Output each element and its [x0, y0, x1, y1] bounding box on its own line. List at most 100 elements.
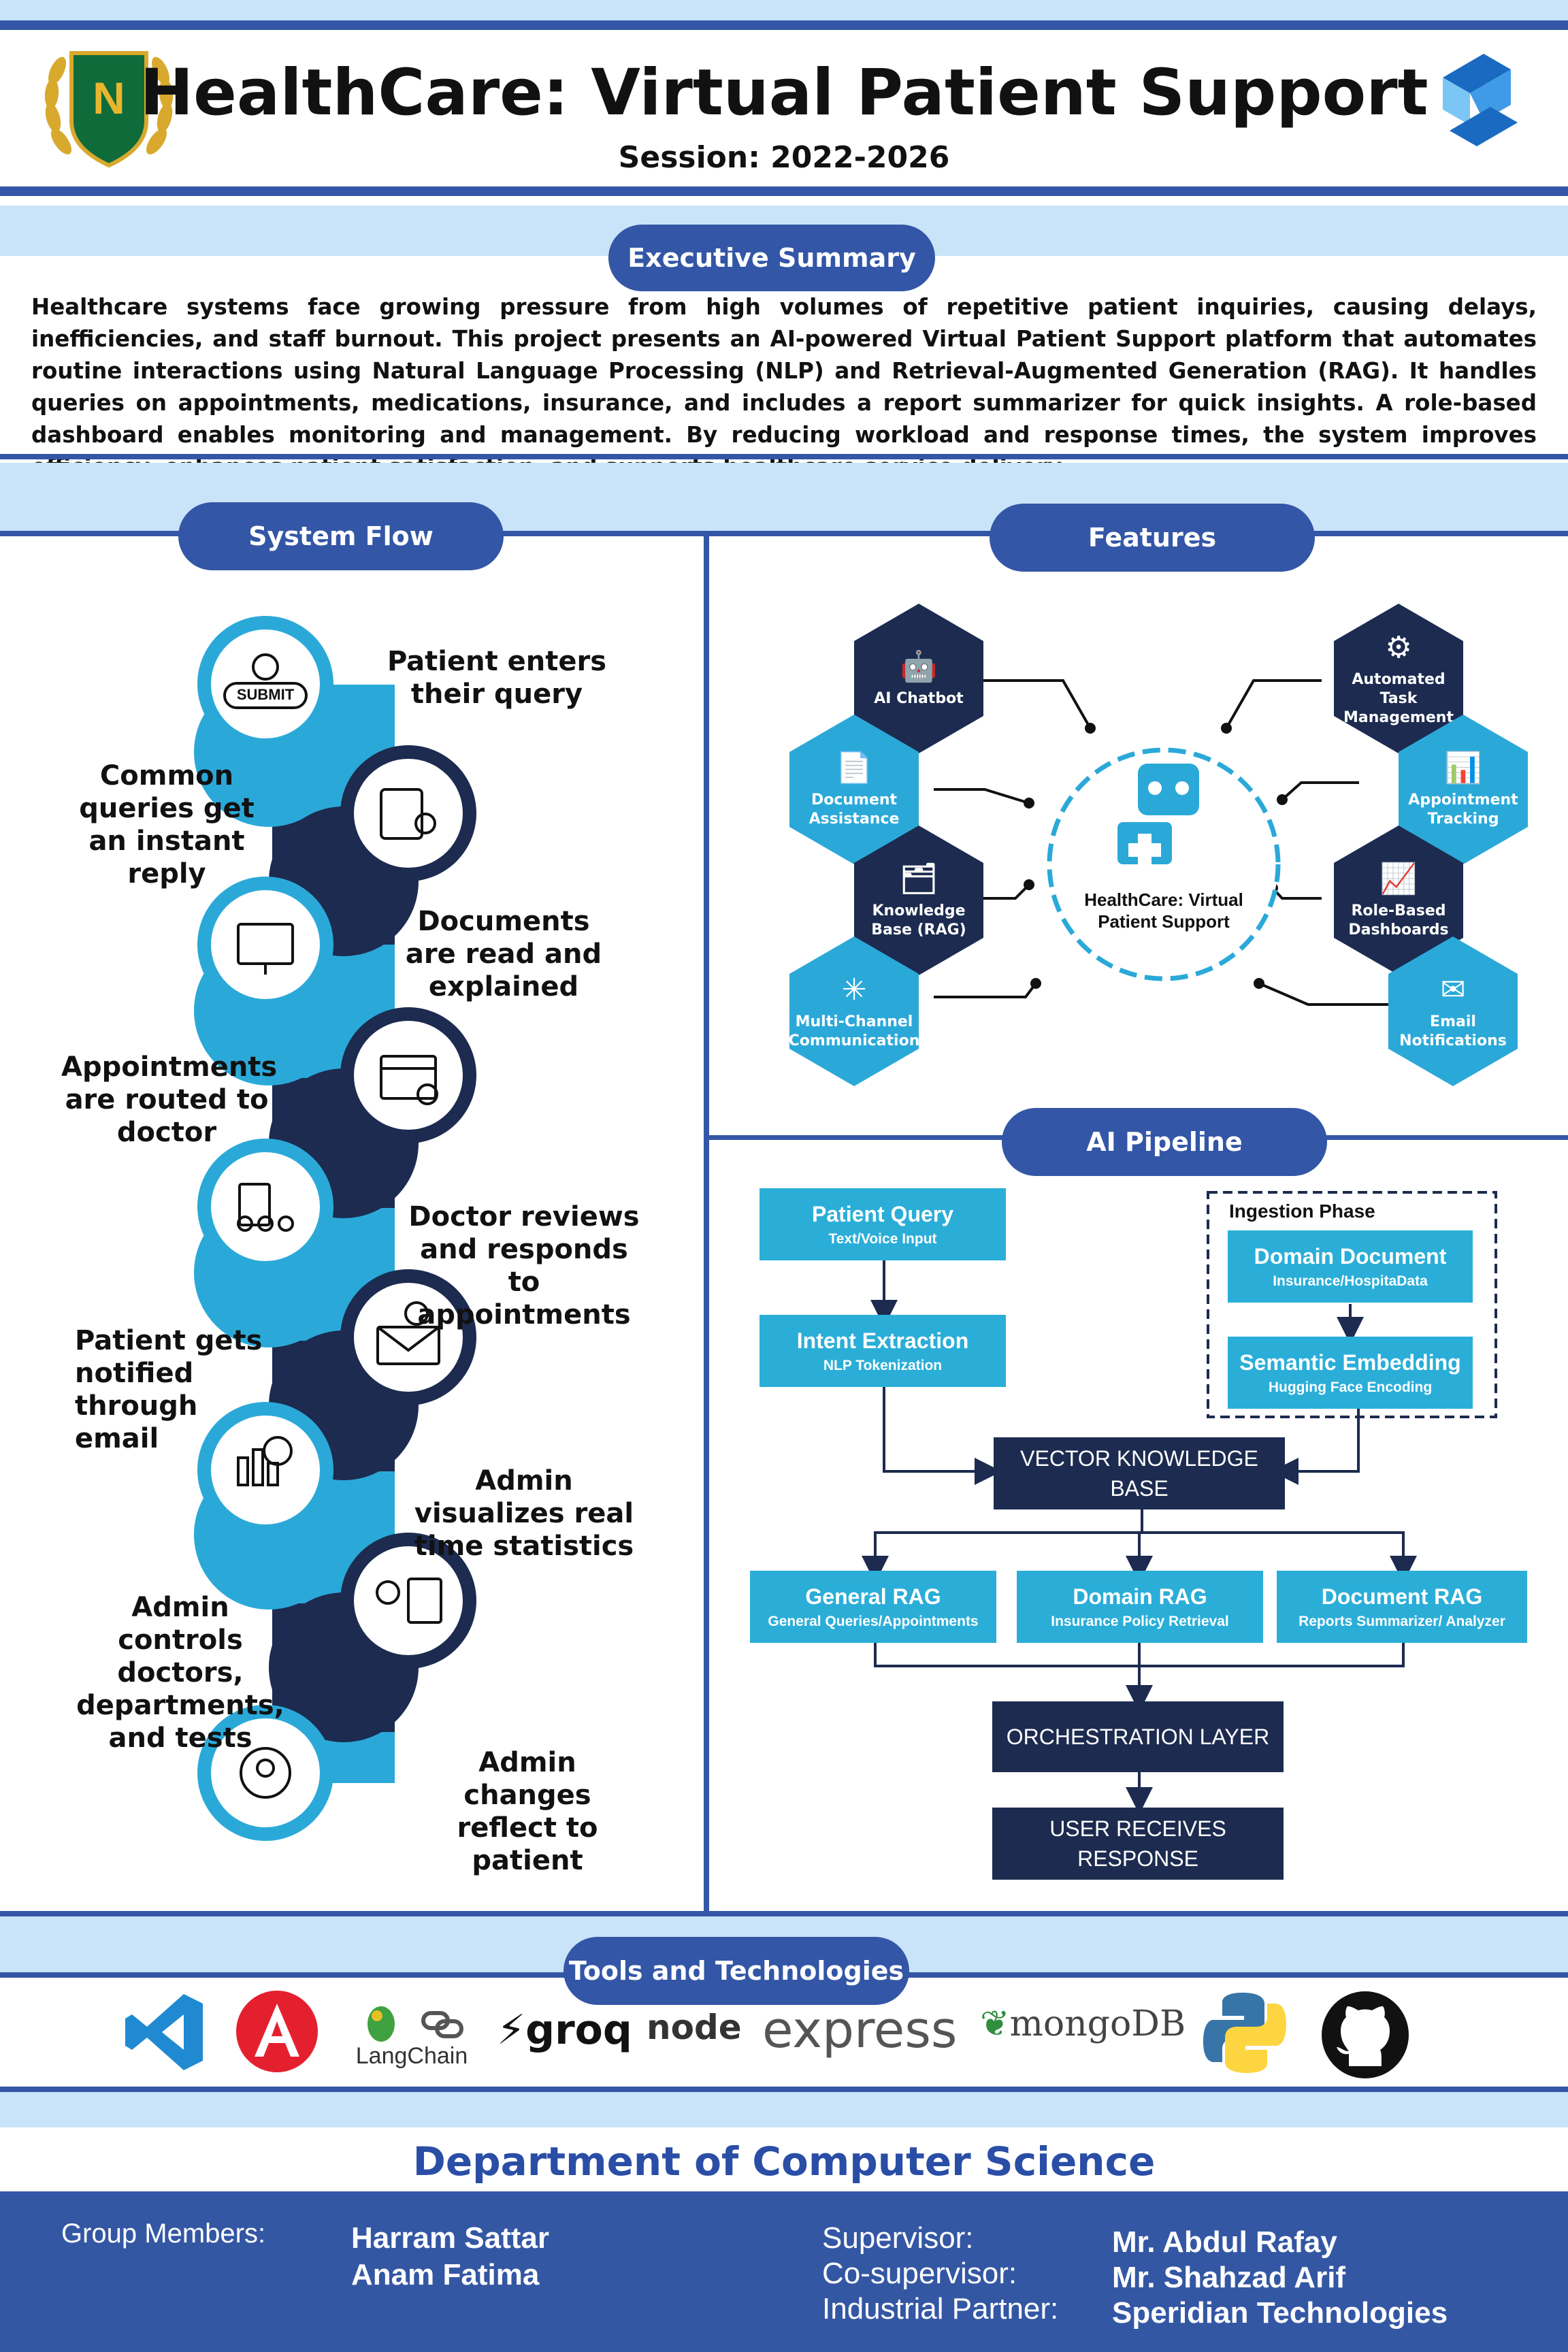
github-icon: [1320, 1990, 1410, 2080]
box-title: Patient Query: [811, 1201, 954, 1226]
tools-heading: Tools and Technologies: [564, 1937, 909, 2005]
top-rule: [0, 20, 1568, 30]
flow-step-2: Common queries get an instant reply: [79, 760, 255, 889]
footer-rule: [0, 2191, 1568, 2198]
feature-label: Email Notifications: [1399, 1013, 1507, 1049]
general-rag-box: General RAG General Queries/Appointments: [750, 1571, 996, 1643]
domain-rag-box: Domain RAG Insurance Policy Retrieval: [1017, 1571, 1263, 1643]
feature-label: AI Chatbot: [874, 690, 964, 707]
pipeline-connectors: [709, 1184, 1568, 1892]
box-title: General RAG: [805, 1584, 941, 1609]
member-2: Anam Fatima: [351, 2258, 540, 2291]
system-flow-diagram: SUBMIT: [0, 599, 704, 1906]
bolt-icon: ⚡: [497, 2006, 526, 2054]
node-logo: node: [647, 2008, 742, 2062]
system-flow-heading: System Flow: [178, 502, 504, 570]
partner-label: Industrial Partner:: [822, 2292, 1059, 2325]
member-1: Harram Sattar: [351, 2221, 550, 2255]
knowledge-base-icon: 🗂: [900, 862, 938, 896]
flow-step-9: Admin changes reflect to patient: [457, 1747, 598, 1876]
cosupervisor-name: Mr. Shahzad Arif: [1112, 2261, 1346, 2294]
flow-step-4: Appointments are routed to doctor: [61, 1051, 278, 1148]
section-rule: [0, 531, 1568, 536]
leaf-icon: ❦: [980, 2004, 1010, 2044]
department-title: Department of Computer Science: [412, 2138, 1156, 2185]
tools-rule-top: [0, 1911, 1568, 1916]
node-label: node: [647, 2008, 742, 2047]
flow-step-6: Patient gets notified through email: [75, 1325, 263, 1454]
executive-summary-heading: Executive Summary: [608, 225, 935, 291]
university-logo: N: [34, 39, 184, 176]
box-title: Document RAG: [1321, 1584, 1483, 1609]
document-rag-box: Document RAG Reports Summarizer/ Analyze…: [1277, 1571, 1527, 1643]
box-line: VECTOR KNOWLEDGE: [1020, 1446, 1258, 1471]
supervisor-name: Mr. Abdul Rafay: [1112, 2225, 1337, 2259]
features-center-label: HealthCare: Virtual Patient Support: [1084, 889, 1243, 932]
chatbot-icon: 🤖: [900, 649, 938, 684]
groq-label: groq: [525, 2006, 632, 2054]
box-line: BASE: [1110, 1476, 1169, 1501]
box-title: Intent Extraction: [796, 1328, 969, 1353]
angular-icon: [234, 1989, 320, 2074]
domain-document-box: Domain Document Insurance/HospitaData: [1228, 1230, 1473, 1303]
mongodb-label: mongoDB: [1009, 2004, 1186, 2044]
orchestration-layer-box: ORCHESTRATION LAYER: [992, 1701, 1284, 1772]
footer-panel: Group Members: Harram Sattar Anam Fatima…: [0, 2198, 1568, 2352]
groq-logo: ⚡groq: [497, 2006, 632, 2061]
box-sub: Insurance/HospitaData: [1273, 1273, 1428, 1289]
box-sub: General Queries/Appointments: [768, 1613, 979, 1629]
column-divider: [704, 536, 709, 1911]
robot-task-icon: ⚙: [1385, 630, 1412, 665]
vscode-icon: [122, 1990, 207, 2074]
semantic-embedding-box: Semantic Embedding Hugging Face Encoding: [1228, 1337, 1473, 1409]
python-icon: [1200, 1989, 1289, 2077]
box-sub: Hugging Face Encoding: [1268, 1379, 1433, 1395]
flow-step-3: Documents are read and explained: [405, 906, 602, 1002]
box-sub: Insurance Policy Retrieval: [1051, 1613, 1229, 1629]
summary-rule: [0, 454, 1568, 459]
document-icon: 📄: [835, 751, 873, 785]
box-sub: Text/Voice Input: [828, 1230, 937, 1247]
feature-label: Appointment Tracking: [1408, 791, 1518, 828]
footer-band: [0, 2092, 1568, 2127]
mongodb-logo: ❦mongoDB: [980, 2004, 1186, 2058]
email-icon: ✉: [1440, 972, 1466, 1007]
box-line: RESPONSE: [1077, 1846, 1198, 1871]
partner-name: Speridian Technologies: [1112, 2296, 1448, 2330]
dashboard-icon: 📈: [1379, 862, 1418, 896]
session-label: Session: 2022-2026: [618, 140, 950, 175]
tools-rule-bottom: [0, 2087, 1568, 2092]
express-logo: express: [762, 2001, 960, 2059]
patient-query-box: Patient Query Text/Voice Input: [760, 1188, 1006, 1260]
flow-step-1: Patient enters their query: [387, 646, 607, 710]
box-sub: NLP Tokenization: [823, 1357, 943, 1373]
ai-pipeline-heading: AI Pipeline: [1002, 1108, 1327, 1176]
top-band: [0, 0, 1568, 20]
flow-step-5: Doctor reviews and responds to appointme…: [408, 1201, 640, 1330]
feature-label: Role-Based Dashboards: [1348, 902, 1449, 938]
partner-logo: [1436, 50, 1524, 152]
feature-label: Document Assistance: [808, 791, 900, 828]
box-title: Semantic Embedding: [1239, 1350, 1461, 1375]
group-members-label: Group Members:: [61, 2219, 266, 2249]
features-connectors: [709, 585, 1568, 1130]
express-label: express: [762, 2001, 958, 2059]
feature-label: Automated Task Management: [1343, 670, 1454, 726]
page-title: HealthCare: Virtual Patient Support: [140, 56, 1428, 130]
logo-letter: N: [93, 73, 125, 123]
submit-label: SUBMIT: [236, 686, 295, 703]
vector-knowledge-base-box: VECTOR KNOWLEDGE BASE: [994, 1437, 1285, 1509]
ingestion-phase-label: Ingestion Phase: [1229, 1200, 1375, 1222]
feature-email: ✉ Email Notifications: [1388, 936, 1518, 1086]
box-sub: Reports Summarizer/ Analyzer: [1298, 1613, 1505, 1629]
flow-step-7: Admin visualizes real time statistics: [414, 1465, 634, 1562]
feature-label: Multi-Channel Communication: [788, 1013, 920, 1049]
langchain-icon: LangChain: [347, 2001, 476, 2076]
intent-extraction-box: Intent Extraction NLP Tokenization: [760, 1315, 1006, 1387]
langchain-label: LangChain: [355, 2043, 468, 2069]
features-heading: Features: [990, 504, 1315, 572]
flow-step-8: Admin controls doctors, departments, and…: [76, 1592, 284, 1754]
box-line: ORCHESTRATION LAYER: [1006, 1725, 1270, 1749]
box-line: USER RECEIVES: [1049, 1816, 1226, 1841]
box-title: Domain Document: [1254, 1243, 1447, 1269]
